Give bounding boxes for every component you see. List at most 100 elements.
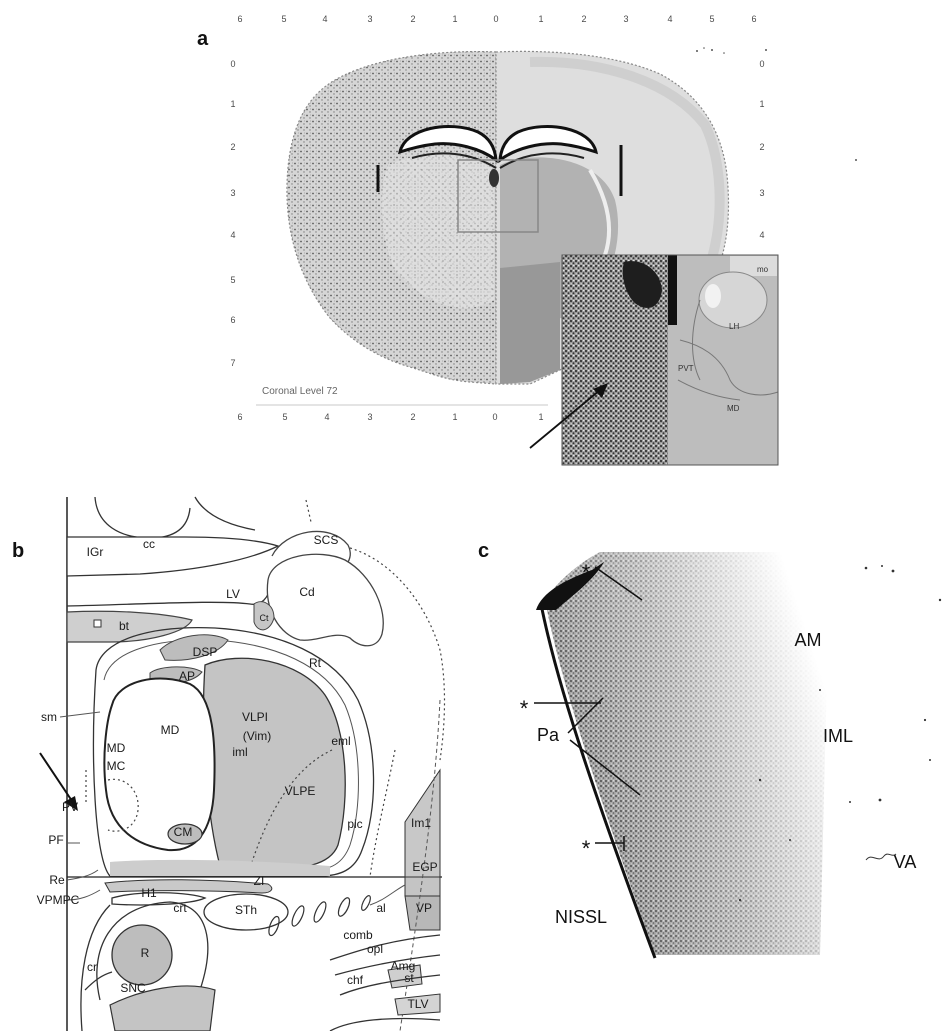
- panel-c: c * AM * Pa IML * VA NISSL: [478, 540, 941, 958]
- vlp-region: [203, 658, 345, 868]
- panel-a: a 6 5 4 3 2 1 0 1 2 3 4 5 6 0 1 2 3 4 5 …: [197, 14, 857, 465]
- label-igr: IGr: [87, 545, 104, 559]
- asterisk-middle: *: [520, 696, 529, 721]
- label-cm: CM: [174, 825, 193, 839]
- top-ruler-tick: 4: [322, 14, 327, 24]
- label-r: R: [141, 946, 150, 960]
- top-dotted-mark: [306, 500, 311, 522]
- label-vpmpc: VPMPC: [37, 893, 80, 907]
- coronal-level-caption: Coronal Level 72: [262, 386, 338, 397]
- panel-a-label: a: [197, 28, 209, 50]
- inset-ventricle-stripe: [668, 255, 677, 325]
- left-ruler-tick: 0: [230, 59, 235, 69]
- bt-marker-square: [94, 620, 101, 627]
- inset-light-nucleus: [705, 284, 721, 308]
- left-ruler-tick: 7: [230, 358, 235, 368]
- label-tlv: TLV: [407, 997, 428, 1011]
- label-cr: cr: [87, 960, 97, 974]
- top-ruler-tick: 0: [493, 14, 498, 24]
- top-arc-right: [195, 497, 255, 530]
- right-ruler-tick: 3: [759, 188, 764, 198]
- label-crt: crt: [173, 901, 187, 915]
- panel-c-label: c: [478, 540, 489, 562]
- bottom-ruler-tick: 0: [492, 412, 497, 422]
- right-ruler: 0 1 2 3 4: [759, 59, 764, 240]
- label-sm: sm: [41, 710, 57, 724]
- left-ruler-tick: 6: [230, 315, 235, 325]
- label-nissl: NISSL: [555, 907, 607, 927]
- va-squiggle: [866, 854, 896, 860]
- label-st: st: [404, 971, 414, 985]
- left-ruler-tick: 2: [230, 142, 235, 152]
- bottom-ruler-tick: 1: [538, 412, 543, 422]
- caudate-outline: [267, 554, 383, 645]
- label-va: VA: [894, 852, 917, 872]
- left-ruler-tick: 1: [230, 99, 235, 109]
- label-am: AM: [795, 630, 822, 650]
- label-opl: opl: [367, 942, 383, 956]
- right-ruler-tick: 1: [759, 99, 764, 109]
- top-ruler-tick: 3: [623, 14, 628, 24]
- bottom-ruler-tick: 6: [237, 412, 242, 422]
- label-h1: H1: [141, 886, 157, 900]
- label-scs: SCS: [314, 533, 339, 547]
- zi-band: [105, 880, 272, 893]
- panel-b: b: [12, 497, 445, 1031]
- amg-boundary: [335, 955, 440, 975]
- top-ruler-tick: 2: [410, 14, 415, 24]
- top-ruler-tick: 6: [751, 14, 756, 24]
- bottom-ruler-tick: 3: [367, 412, 372, 422]
- label-iml: IML: [823, 726, 853, 746]
- left-ruler-tick: 3: [230, 188, 235, 198]
- top-ruler-tick: 1: [538, 14, 543, 24]
- asterisk-lower: *: [582, 836, 591, 861]
- label-dsp: DSP: [193, 645, 218, 659]
- top-ruler-tick: 3: [367, 14, 372, 24]
- label-ct: Ct: [260, 613, 269, 623]
- top-ruler-tick: 4: [667, 14, 672, 24]
- lower-right-boundary: [330, 1018, 440, 1031]
- right-ruler-tick: 2: [759, 142, 764, 152]
- right-hypothalamus-shading: [500, 262, 560, 384]
- right-ruler-tick: 4: [759, 230, 764, 240]
- panel-b-label: b: [12, 540, 24, 562]
- inset-label-pvt: PVT: [678, 364, 694, 373]
- label-pf: PF: [48, 833, 63, 847]
- bottom-ruler-tick: 2: [410, 412, 415, 422]
- label-cc: cc: [143, 537, 155, 551]
- asterisk-top: *: [582, 560, 591, 585]
- label-sth: STh: [235, 903, 257, 917]
- label-re: Re: [49, 873, 65, 887]
- inset-label-md: MD: [727, 404, 740, 413]
- top-ruler-tick: 1: [452, 14, 457, 24]
- top-ruler-tick: 5: [709, 14, 714, 24]
- top-ruler: 6 5 4 3 2 1 0 1 2 3 4 5 6: [237, 14, 756, 24]
- label-lv: LV: [226, 587, 240, 601]
- label-egp: EGP: [412, 860, 437, 874]
- label-pic: pic: [347, 817, 362, 831]
- left-ruler-tick: 4: [230, 230, 235, 240]
- label-im1: Im1: [411, 816, 431, 830]
- top-arc-left: [95, 497, 190, 538]
- label-ap: AP: [179, 669, 195, 683]
- label-cd: Cd: [299, 585, 314, 599]
- label-rt: Rt: [309, 656, 322, 670]
- left-ruler-tick: 5: [230, 275, 235, 285]
- label-comb: comb: [343, 928, 373, 942]
- label-vim: (Vim): [243, 729, 271, 743]
- label-iml: iml: [232, 745, 247, 759]
- third-ventricle-mark: [489, 169, 499, 187]
- right-ruler-tick: 0: [759, 59, 764, 69]
- egp-region: [405, 877, 440, 896]
- top-ruler-tick: 6: [237, 14, 242, 24]
- bottom-ruler-tick: 1: [452, 412, 457, 422]
- label-pa: Pa: [537, 725, 560, 745]
- label-pv: PV: [62, 800, 78, 814]
- top-ruler-tick: 5: [281, 14, 286, 24]
- al-boundary: [370, 885, 405, 905]
- label-mdmc-md: MD: [107, 741, 126, 755]
- label-vlpe: VLPE: [285, 784, 316, 798]
- magnified-inset: mo LH PVT MD: [562, 255, 778, 465]
- label-eml: eml: [331, 734, 350, 748]
- label-zi: ZI: [254, 874, 265, 888]
